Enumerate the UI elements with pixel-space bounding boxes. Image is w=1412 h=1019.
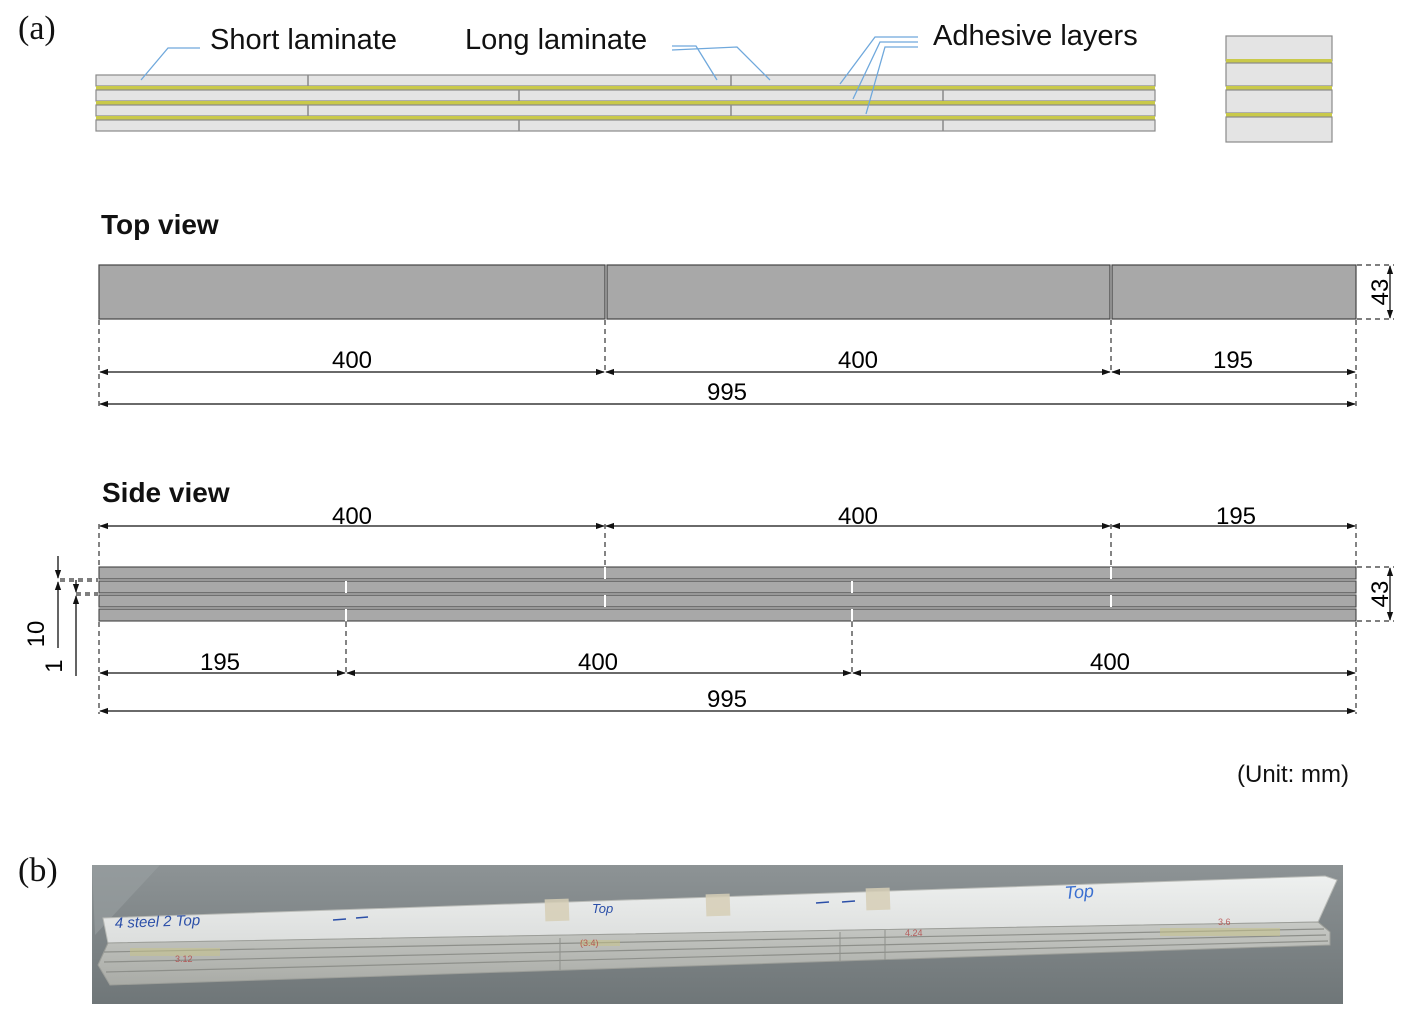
top-view-drawing: 400 400 195 995 43 xyxy=(98,264,1394,408)
side-strip-4 xyxy=(98,608,1357,622)
adhesive-layer-3 xyxy=(96,116,1155,120)
panel-b-label: (b) xyxy=(18,852,58,889)
side-lower-400-b: 400 xyxy=(1090,649,1130,676)
photo-background xyxy=(92,865,1343,1004)
adhesive-layer-1 xyxy=(96,86,1155,90)
side-strip-3 xyxy=(98,594,1357,608)
side-dim-1: 1 xyxy=(41,659,68,672)
stacking-schematic xyxy=(95,35,1333,143)
specimen-side-face xyxy=(97,921,1331,986)
side-upper-400-b: 400 xyxy=(838,503,878,530)
top-dim-995: 995 xyxy=(707,379,747,406)
photo-annotation-1: 4 steel 2 Top xyxy=(115,912,201,932)
unit-note: (Unit: mm) xyxy=(1237,761,1349,788)
svg-text:3.6: 3.6 xyxy=(1218,917,1231,927)
side-upper-400-a: 400 xyxy=(332,503,372,530)
top-dim-400-b: 400 xyxy=(838,347,878,374)
side-strip-1 xyxy=(98,566,1357,580)
side-dim-10: 10 xyxy=(23,621,50,648)
side-upper-195: 195 xyxy=(1216,503,1256,530)
cross-section xyxy=(1225,35,1333,143)
laminate-joints xyxy=(307,75,944,131)
side-view-drawing: 400 400 195 195 400 400 995 43 10 1 xyxy=(23,503,1394,715)
svg-text:4.24: 4.24 xyxy=(905,928,923,938)
top-view-segment-2 xyxy=(606,264,1111,320)
photo-annotation-2: Top xyxy=(592,901,613,916)
side-lower-195: 195 xyxy=(200,649,240,676)
top-view-segment-3 xyxy=(1111,264,1357,320)
laminate-row-3 xyxy=(95,104,1156,117)
top-dim-195: 195 xyxy=(1213,347,1253,374)
adhesive-layers-label: Adhesive layers xyxy=(933,20,1138,52)
svg-text:(3.4): (3.4) xyxy=(580,938,599,948)
side-dim-995: 995 xyxy=(707,686,747,713)
side-view-title: Side view xyxy=(102,477,230,508)
top-dim-43: 43 xyxy=(1367,279,1394,306)
laminate-row-2 xyxy=(95,89,1156,102)
specimen-top-face xyxy=(102,875,1338,944)
side-dim-43: 43 xyxy=(1367,581,1394,608)
long-laminate-label: Long laminate xyxy=(465,24,648,56)
leader-lines xyxy=(140,36,918,115)
side-strip-2 xyxy=(98,580,1357,594)
adhesive-layer-2 xyxy=(96,101,1155,105)
laminate-row-1 xyxy=(95,74,1156,87)
laminate-row-4 xyxy=(95,119,1156,132)
top-view-title: Top view xyxy=(101,209,219,240)
top-view-segment-1 xyxy=(98,264,606,320)
specimen-drawing: 400 400 195 995 43 xyxy=(23,35,1394,715)
panel-a-label: (a) xyxy=(18,10,56,47)
photo-annotation-3: Top xyxy=(1064,881,1095,903)
short-laminate-label: Short laminate xyxy=(210,24,397,56)
svg-text:3.12: 3.12 xyxy=(175,954,193,964)
top-dim-400-a: 400 xyxy=(332,347,372,374)
side-lower-400-a: 400 xyxy=(578,649,618,676)
